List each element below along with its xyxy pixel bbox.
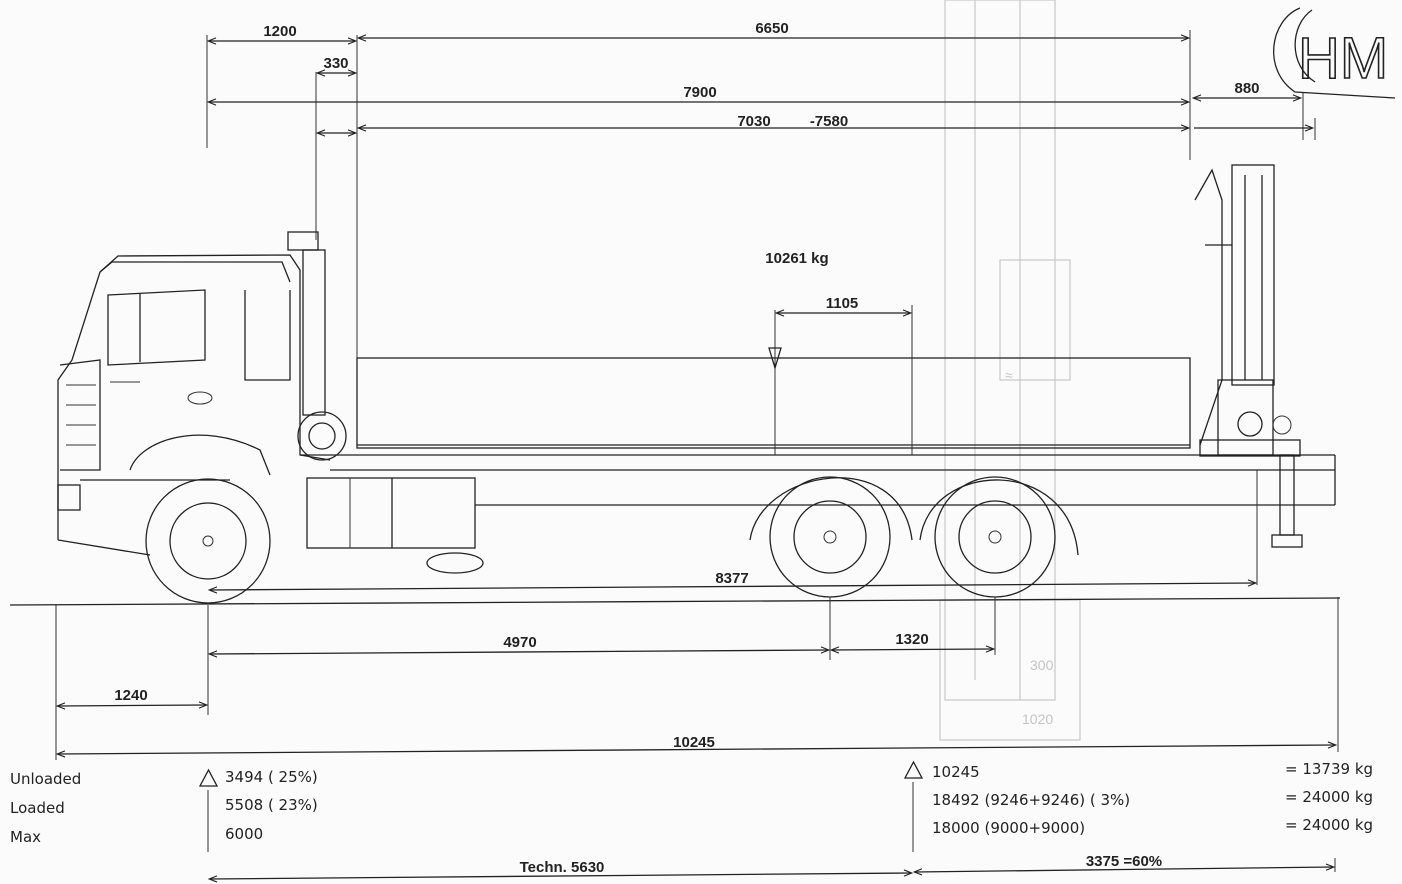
payload-label: 10261 kg <box>765 250 828 267</box>
payload-marker: 10261 kg 1105 <box>765 250 913 455</box>
dim-line-techn <box>210 873 911 879</box>
svg-text:300: 300 <box>1030 657 1054 673</box>
dim-1240: 1240 <box>114 687 147 704</box>
axle-load-table: Unloaded Loaded Max 3494 ( 25%) 5508 ( 2… <box>10 760 1373 846</box>
total-loaded: = 24000 kg <box>1285 788 1373 806</box>
svg-text:≈: ≈ <box>1005 367 1013 383</box>
truck-body <box>57 231 1336 604</box>
rear-unloaded: 10245 <box>932 763 980 781</box>
dim-1200: 1200 <box>263 23 296 40</box>
dim-880: 880 <box>1234 80 1259 97</box>
front-unloaded: 3494 ( 25%) <box>225 768 318 786</box>
ground-line <box>9 597 1341 606</box>
crane <box>1194 164 1303 585</box>
hm-logo: HM <box>1273 7 1396 99</box>
dim-rear-pct: 3375 =60% <box>1086 853 1162 870</box>
dim-8377: 8377 <box>715 570 748 587</box>
dim-line-10245 <box>58 745 1335 754</box>
front-loaded: 5508 ( 23%) <box>225 796 318 814</box>
svg-text:1020: 1020 <box>1022 711 1053 727</box>
dim-7030: 7030 <box>737 113 770 130</box>
rear-loaded: 18492 (9246+9246) ( 3%) <box>932 791 1130 809</box>
front-axle-arrow-icon <box>198 768 219 787</box>
dim-techn: Techn. 5630 <box>520 859 605 876</box>
dim-330: 330 <box>323 55 348 72</box>
dim-4970: 4970 <box>503 634 536 651</box>
background-ghost-drawing: 300 1020 ≈ <box>939 0 1081 741</box>
dim-7580: -7580 <box>810 113 848 130</box>
logo-text: HM <box>1298 26 1388 91</box>
bottom-dimensions: 8377 4970 1320 1240 10245 Techn. 5630 33… <box>9 570 1341 879</box>
dim-line-1320 <box>832 649 993 650</box>
dim-7900: 7900 <box>683 84 716 101</box>
dim-line-1240 <box>58 705 206 706</box>
label-loaded: Loaded <box>10 799 65 817</box>
dim-line-8377 <box>210 583 1255 590</box>
front-max: 6000 <box>225 825 263 843</box>
dim-line-rear-pct <box>915 867 1333 872</box>
rear-axle-arrow-icon <box>903 760 924 779</box>
dim-10245: 10245 <box>673 734 715 751</box>
dim-1320: 1320 <box>895 631 928 648</box>
dim-1105: 1105 <box>826 295 859 312</box>
dim-6650: 6650 <box>755 20 788 37</box>
rear-max: 18000 (9000+9000) <box>932 819 1085 837</box>
top-dimensions: 1200 6650 330 7900 880 7030 -7580 <box>206 20 1316 358</box>
dim-line-4970 <box>210 650 828 654</box>
total-unloaded: = 13739 kg <box>1285 760 1373 778</box>
total-max: = 24000 kg <box>1285 816 1373 834</box>
label-max: Max <box>10 828 41 846</box>
label-unloaded: Unloaded <box>10 770 81 788</box>
